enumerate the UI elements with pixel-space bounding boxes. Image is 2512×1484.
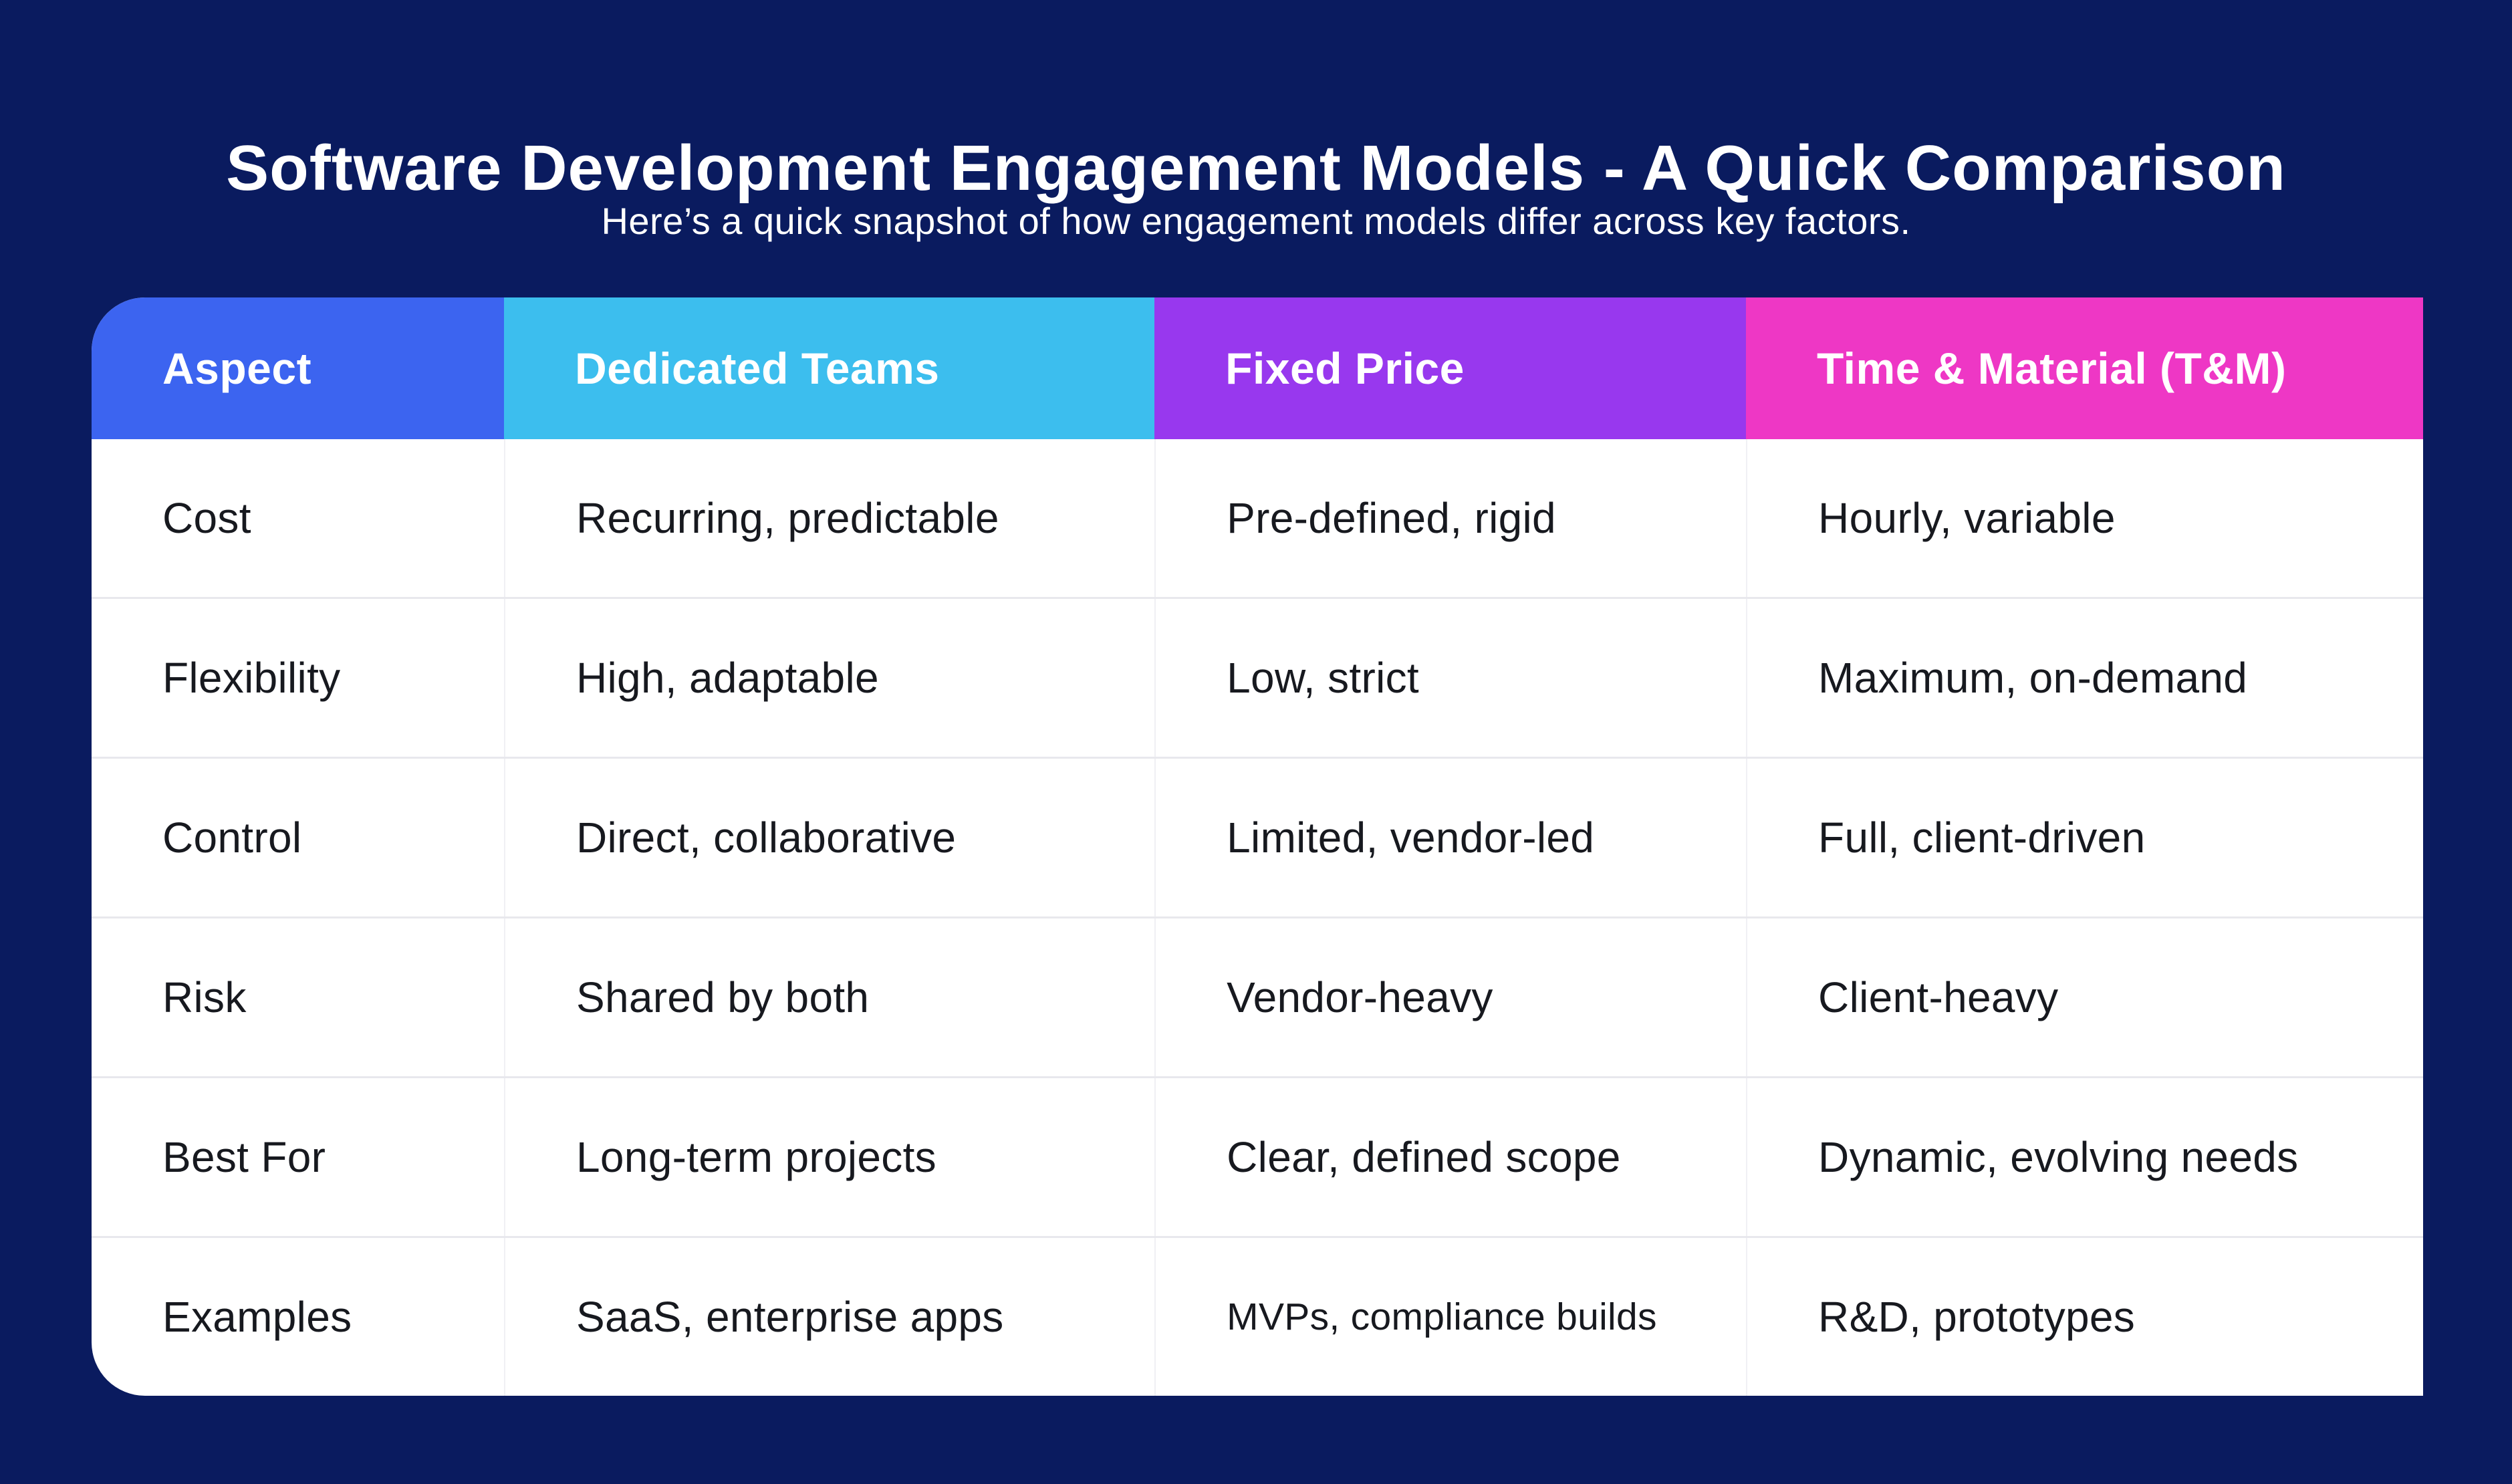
value-cell: Shared by both — [504, 918, 1154, 1076]
value-cell: Hourly, variable — [1746, 439, 2423, 597]
aspect-cell: Flexibility — [162, 654, 341, 702]
comparison-table: Aspect Dedicated Teams Fixed Price Time … — [92, 297, 2423, 1396]
table-row-flexibility: Flexibility High, adaptable Low, strict … — [92, 597, 2423, 757]
table-row-best-for: Best For Long-term projects Clear, defin… — [92, 1076, 2423, 1236]
table-row-cost: Cost Recurring, predictable Pre-defined,… — [92, 439, 2423, 597]
value-cell: R&D, prototypes — [1746, 1238, 2423, 1396]
value-cell: Client-heavy — [1746, 918, 2423, 1076]
value-cell: Vendor-heavy — [1154, 918, 1746, 1076]
table-body: Cost Recurring, predictable Pre-defined,… — [92, 439, 2423, 1396]
value-cell: Clear, defined scope — [1154, 1078, 1746, 1236]
value-cell: Low, strict — [1154, 599, 1746, 757]
value-cell: SaaS, enterprise apps — [504, 1238, 1154, 1396]
aspect-cell: Risk — [162, 973, 247, 1021]
page-subtitle: Here’s a quick snapshot of how engagemen… — [601, 200, 1911, 242]
value-cell: Long-term projects — [504, 1078, 1154, 1236]
aspect-cell: Control — [162, 814, 302, 862]
table-row-control: Control Direct, collaborative Limited, v… — [92, 757, 2423, 916]
value-cell: Pre-defined, rigid — [1154, 439, 1746, 597]
header-cell-dedicated-teams: Dedicated Teams — [504, 297, 1155, 439]
header-cell-time-material: Time & Material (T&M) — [1746, 297, 2423, 439]
value-cell: High, adaptable — [504, 599, 1154, 757]
table-row-risk: Risk Shared by both Vendor-heavy Client-… — [92, 916, 2423, 1076]
table-header-row: Aspect Dedicated Teams Fixed Price Time … — [92, 297, 2423, 439]
value-cell: Full, client-driven — [1746, 759, 2423, 916]
header-cell-aspect: Aspect — [92, 297, 505, 439]
page-title: Software Development Engagement Models -… — [226, 132, 2286, 205]
aspect-cell: Best For — [162, 1133, 326, 1181]
table-row-examples: Examples SaaS, enterprise apps MVPs, com… — [92, 1236, 2423, 1396]
aspect-cell: Examples — [162, 1293, 352, 1341]
value-cell: MVPs, compliance builds — [1154, 1238, 1746, 1396]
aspect-cell: Cost — [162, 494, 251, 542]
header-cell-fixed-price: Fixed Price — [1154, 297, 1747, 439]
value-cell: Dynamic, evolving needs — [1746, 1078, 2423, 1236]
value-cell: Limited, vendor-led — [1154, 759, 1746, 916]
value-cell: Direct, collaborative — [504, 759, 1154, 916]
value-cell: Recurring, predictable — [504, 439, 1154, 597]
value-cell: Maximum, on-demand — [1746, 599, 2423, 757]
